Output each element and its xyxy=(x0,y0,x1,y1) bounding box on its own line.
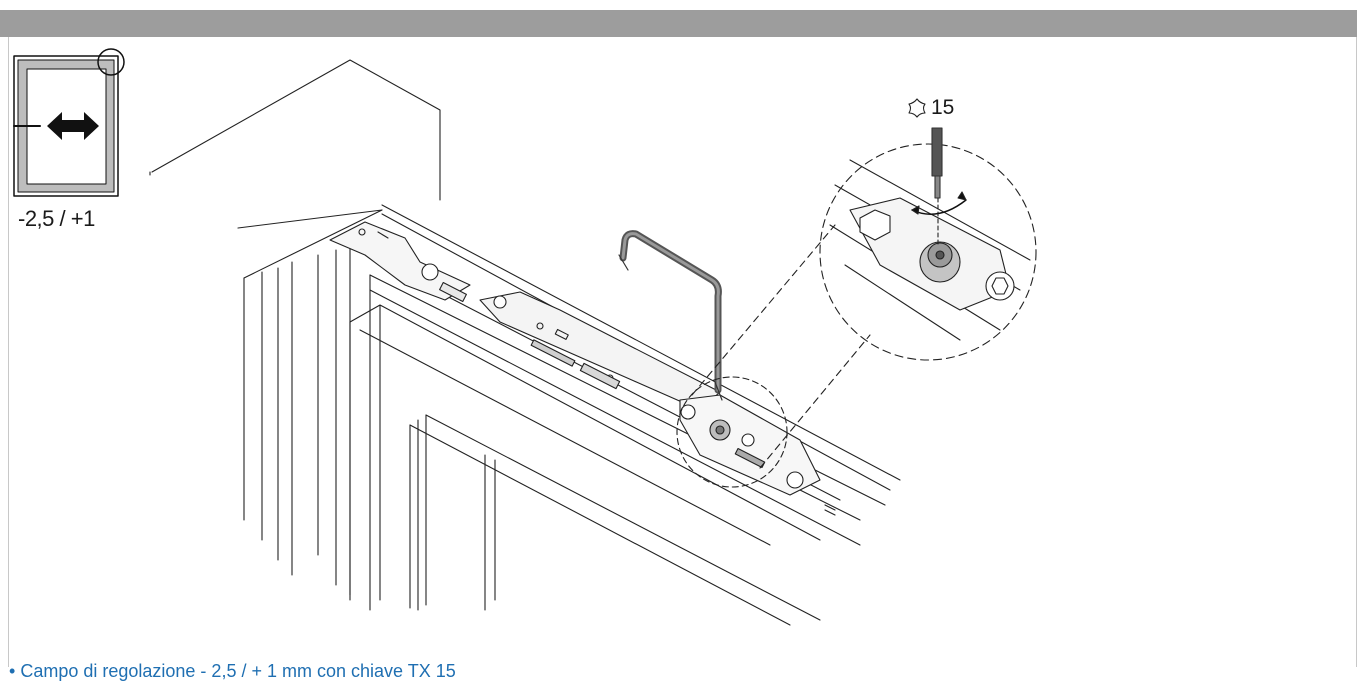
header-bar xyxy=(0,10,1357,37)
sash-horizontal-adjust-icon xyxy=(13,48,125,197)
torx-size-value: 15 xyxy=(931,96,955,119)
range-label: -2,5 / +1 xyxy=(18,206,95,231)
caption-text: Campo di regolazione - 2,5 / + 1 mm con … xyxy=(20,661,456,681)
caption: • Campo di regolazione - 2,5 / + 1 mm co… xyxy=(9,661,456,682)
torx-icon xyxy=(908,98,926,118)
caption-bullet: • xyxy=(9,661,16,681)
torx-size-label: 15 xyxy=(925,96,954,120)
left-border xyxy=(8,37,9,667)
